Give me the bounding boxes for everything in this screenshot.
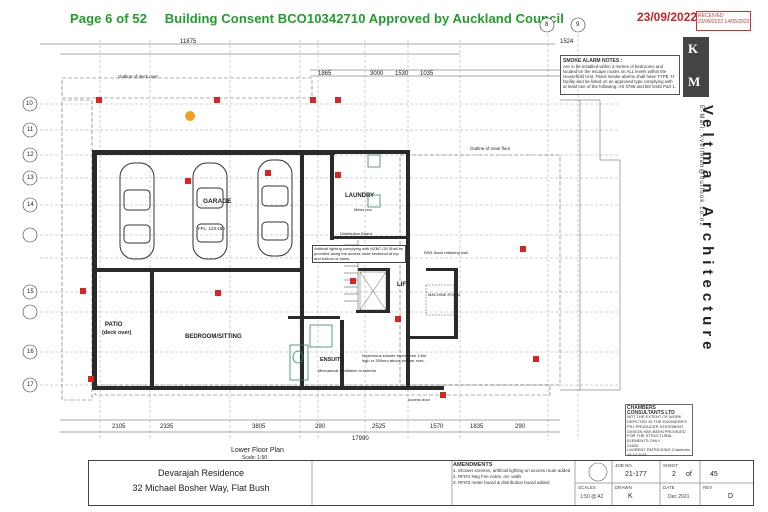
room-patio-sub: (deck over) <box>102 330 132 336</box>
project-info: Devarajah Residence 32 Michael Bosher Wa… <box>90 462 312 504</box>
dimension-bottom: 2335 <box>160 424 174 430</box>
dimension-bottom: 1835 <box>470 424 484 430</box>
room-patio: PATIO <box>105 322 123 328</box>
note-access-door: Access door <box>408 397 431 402</box>
consent-text: Building Consent BCO10342710 Approved by… <box>164 11 564 26</box>
sheet-label: SHEET <box>663 463 679 468</box>
grid-label-8: 8 <box>545 22 549 28</box>
grid-label-9: 9 <box>576 22 580 28</box>
smoke-alarm-note: SMOKE ALARM NOTES : Are to be installed … <box>560 55 680 95</box>
room-bedroom-sitting: BEDROOM/SITTING <box>185 334 242 340</box>
grid-label-16: 16 <box>27 349 34 355</box>
amendment-item: 3. RFI#2 meter board & distribution boar… <box>453 480 550 485</box>
date-value: Dec 2021 <box>668 494 690 500</box>
car-outlines <box>119 159 293 260</box>
grid-label-11: 11 <box>27 127 34 133</box>
drawn-label: DRAWN <box>615 485 632 490</box>
grid-label-14: 14 <box>27 202 34 208</box>
grid-label-10: 10 <box>26 101 33 107</box>
dimension-bottom: 3805 <box>252 424 266 430</box>
amendments: AMENDMENTS 1. Shower screens, artificial… <box>453 462 573 504</box>
scales-label: SCALES <box>578 485 596 490</box>
dimension-bottom: 2105 <box>112 424 126 430</box>
consent-header: Page 6 of 52 Building Consent BCO1034271… <box>70 11 578 26</box>
garage-ffl: FFL: 123.180 <box>198 226 225 231</box>
right-building-outline <box>560 99 621 391</box>
sheet-number: 2 <box>672 471 676 478</box>
dimension-overall: 17990 <box>352 436 369 442</box>
note-artificial-lighting: Artificial lighting complying with NZBC … <box>312 245 406 264</box>
dimension-bottom: 2525 <box>372 424 386 430</box>
grid-label-15: 15 <box>27 289 34 295</box>
deck-outline <box>61 77 561 401</box>
dimension-top: 1530 <box>395 71 409 77</box>
room-ensuite: ENSUITE <box>320 357 344 363</box>
rev-value: D <box>728 493 734 500</box>
revision-marker <box>185 111 195 121</box>
smoke-alarm-markers <box>80 97 539 398</box>
project-address: 32 Michael Bosher Way, Flat Bush <box>132 483 270 493</box>
approval-date: 23/09/2022 <box>637 10 698 24</box>
note-mech-vent: Mechanical ventilation to exterior <box>318 368 377 373</box>
brand-vertical: Veltman Architecture E-Mail: kveltman@ou… <box>696 105 722 435</box>
room-laundry: LAUNDRY <box>345 193 375 199</box>
rev-label: REV <box>703 485 713 490</box>
note-retaining-wall: RW1 block retaining wall <box>424 250 468 255</box>
walls <box>92 150 458 390</box>
machine-room-outline <box>359 271 455 316</box>
project-name: Devarajah Residence <box>157 468 245 478</box>
note-shower: Impervious shower enclosures 1.8m high o… <box>362 353 427 363</box>
veltman-logo: K M <box>683 37 709 97</box>
ensuite-fixtures <box>289 324 333 381</box>
dimension-top: 3000 <box>370 71 384 77</box>
note-meter-box: Meter box <box>354 207 372 212</box>
grid-bubbles <box>22 17 586 393</box>
note-distribution-board: Distribution Board <box>340 231 372 236</box>
room-lift: LIFT <box>397 282 410 288</box>
bottom-dimension-lines <box>60 419 560 433</box>
dimension-top: 1035 <box>420 71 434 77</box>
grid-label-12: 12 <box>27 152 34 158</box>
plan-scale: Scale: 1:50 <box>242 455 268 461</box>
note-main-floor: Outline of main floor <box>470 146 511 151</box>
top-dimension-lines <box>40 43 560 77</box>
room-machine-room: MACHINE ROOM <box>428 292 460 297</box>
council-seal <box>588 462 608 482</box>
plan-title: Lower Floor Plan Scale: 1:50 <box>231 447 284 461</box>
sheet-total: 45 <box>710 471 718 478</box>
dimension-bottom: 290 <box>315 424 326 430</box>
engineer-block: CHAMBERS CONSULTANTS LTD NOT THE EXTENT … <box>625 404 693 457</box>
page-number: Page 6 of 52 <box>70 11 148 26</box>
sheet-of: of <box>686 471 692 478</box>
titleblock-dividers <box>311 461 754 505</box>
scales-value: 1:50 @ A2 <box>580 494 604 500</box>
received-stamp: RECEIVED 23/09/2022 14/05/2022 <box>696 11 751 31</box>
brand-contact: E-Mail: kveltman@outlook.co.nz <box>698 105 704 227</box>
job-no-label: JOB NO. <box>615 463 634 468</box>
dimension-bottom: 290 <box>515 424 526 430</box>
amendment-item: 1. Shower screens, artificial lighting o… <box>453 468 571 473</box>
title-block <box>88 460 754 506</box>
amendment-item: 2. RFI#1 Neg Fire notes, ret. walls <box>453 474 522 479</box>
date-label: DATE <box>663 485 675 490</box>
grid-label-13: 13 <box>27 175 34 181</box>
dimension-top: 11875 <box>180 39 197 45</box>
dimension-top: 1524 <box>560 39 574 45</box>
grid-label-17: 17 <box>27 382 34 388</box>
room-garage: GARAGE <box>203 198 232 205</box>
drawn-value: K <box>628 493 633 500</box>
dimension-top: 1865 <box>318 71 332 77</box>
laundry-fixtures <box>367 154 381 208</box>
note-deck-over: Outline of deck over <box>118 74 159 79</box>
dimension-bottom: 1570 <box>430 424 444 430</box>
job-no: 21-177 <box>625 471 647 478</box>
